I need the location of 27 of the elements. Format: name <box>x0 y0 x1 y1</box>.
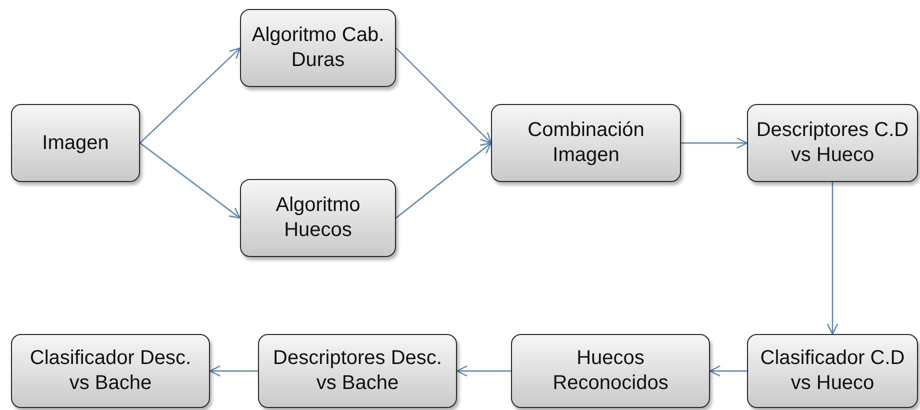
arrow <box>140 47 241 144</box>
box-label: Algoritmo Cab. Duras <box>250 23 386 73</box>
arrow <box>396 142 492 218</box>
process-box <box>240 179 396 257</box>
process-box <box>747 104 918 182</box>
box-label: Imagen <box>41 130 110 156</box>
process-box <box>747 334 918 408</box>
box-label: Descriptores Desc. vs Bache <box>272 346 443 396</box>
box-label: Combinación Imagen <box>526 118 646 168</box>
arrow <box>826 182 838 335</box>
process-box <box>258 334 457 408</box>
box-label: Algoritmo Huecos <box>274 193 362 243</box>
box-label: Descriptores C.D vs Hueco <box>755 118 910 168</box>
process-box <box>11 334 210 408</box>
box-label: Huecos Reconocidos <box>552 346 670 396</box>
arrow <box>709 365 747 377</box>
process-box <box>11 104 140 182</box>
box-label: Clasificador Desc. vs Bache <box>28 346 192 396</box>
arrow <box>456 365 511 377</box>
arrow <box>140 142 241 219</box>
process-box <box>491 104 681 182</box>
arrow <box>681 137 748 149</box>
arrow <box>209 365 258 377</box>
process-box <box>240 9 396 87</box>
arrow <box>396 48 492 144</box>
process-box <box>511 334 710 408</box>
box-label: Clasificador C.D vs Hueco <box>759 346 906 396</box>
